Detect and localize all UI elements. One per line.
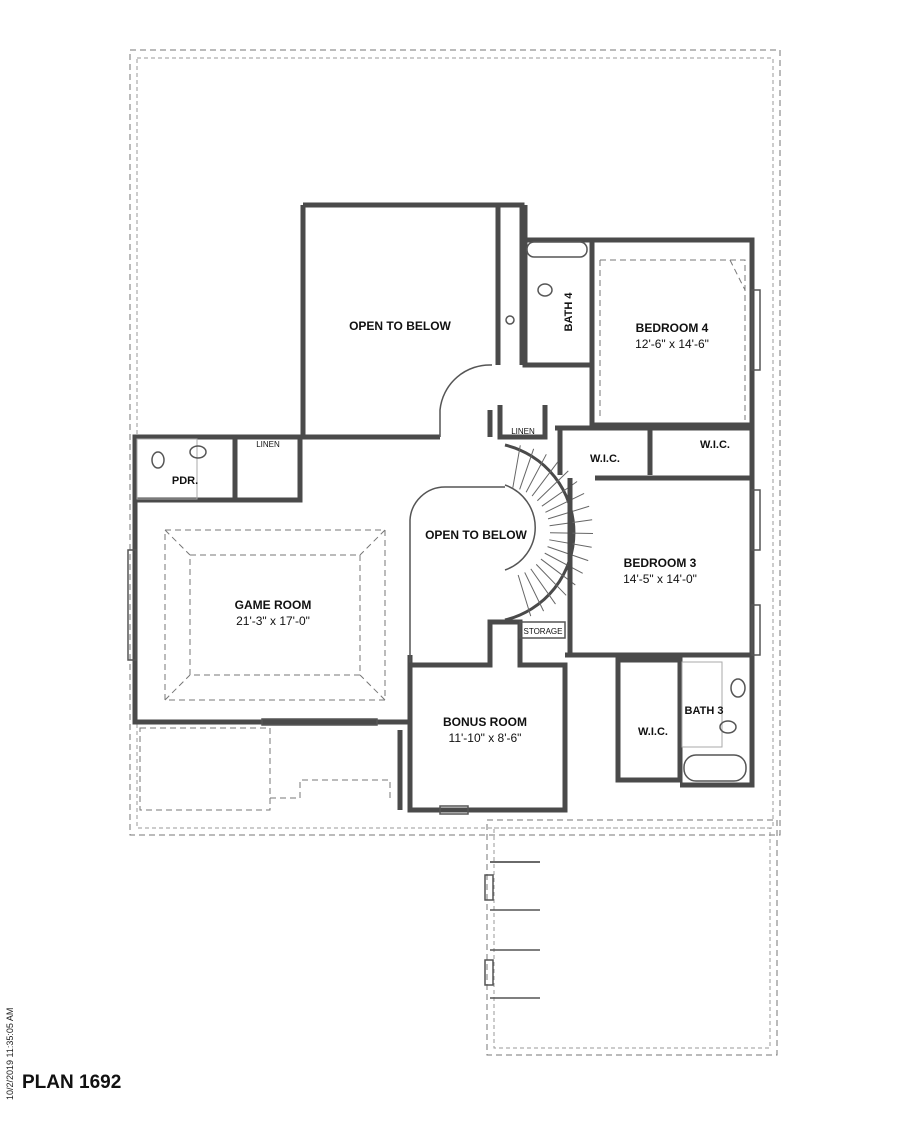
room-label: STORAGE	[524, 627, 563, 636]
wall-chase	[500, 202, 525, 365]
timestamp: 10/2/2019 11:35:05 AM	[5, 1007, 15, 1100]
room-label: GAME ROOM	[235, 598, 312, 612]
stair-outer-wall	[504, 443, 576, 622]
window	[127, 549, 137, 661]
room-label: W.I.C.	[700, 439, 730, 451]
column	[484, 874, 494, 901]
stair-tread	[512, 445, 521, 488]
toilet-icon	[719, 720, 737, 734]
room-label: W.I.C.	[638, 726, 668, 738]
drain-icon	[505, 315, 515, 325]
toilet-icon	[151, 451, 165, 469]
patio-outline	[486, 819, 778, 1056]
room-size: 11'-10" x 8'-6"	[449, 731, 522, 745]
room-label: BATH 3	[685, 705, 724, 717]
roof-outline	[129, 49, 781, 836]
patio-outline-inner	[493, 827, 771, 1049]
bath3-tiles	[681, 661, 723, 748]
stair-tread	[537, 470, 569, 502]
bathtub-bath3	[683, 754, 747, 782]
storage-box	[519, 621, 566, 639]
sink-icon	[189, 445, 207, 459]
open-below-rail	[409, 486, 505, 665]
curved-wall	[439, 364, 493, 437]
wall-pdr	[132, 434, 303, 503]
stair-tread	[545, 492, 585, 513]
stair-tread	[517, 574, 532, 617]
room-size: 12'-6" x 14'-6"	[635, 337, 709, 351]
lower-left-outline	[139, 727, 271, 811]
room-size: 14'-5" x 14'-0"	[623, 572, 697, 586]
room-label: OPEN TO BELOW	[425, 528, 527, 542]
room-label: LINEN	[256, 440, 280, 449]
tray-ceiling-bed4	[599, 259, 746, 420]
stair-inner-rail	[504, 484, 536, 571]
sink-icon	[730, 678, 746, 698]
room-label: PDR.	[172, 475, 198, 487]
room-size: 21'-3" x 17'-0"	[236, 614, 310, 628]
wall-bedroom4	[522, 205, 752, 428]
stair-tread	[519, 448, 535, 490]
tray-ceiling-game-inner	[189, 554, 361, 676]
wall-open-top	[300, 202, 501, 440]
window	[751, 289, 761, 371]
stair-tread	[530, 568, 556, 605]
room-label: LINEN	[511, 427, 535, 436]
lower-outline	[270, 779, 391, 799]
plan-title: PLAN 1692	[22, 1072, 122, 1093]
wall-linen	[487, 405, 548, 440]
window	[261, 718, 378, 726]
stair-tread	[525, 454, 547, 493]
window	[751, 489, 761, 551]
window	[751, 604, 761, 656]
tray-ceiling-game	[164, 529, 386, 701]
room-label: BATH 4	[563, 292, 575, 332]
roof-outline-inner	[136, 57, 774, 829]
patio-beams	[490, 861, 540, 999]
bathtub-bath4	[526, 241, 588, 258]
room-label: W.I.C.	[590, 453, 620, 465]
room-label: BEDROOM 4	[636, 321, 709, 335]
wall-bedroom3	[397, 478, 752, 810]
column	[484, 959, 494, 986]
stair-tread	[544, 552, 583, 574]
pdr-tiles	[136, 438, 198, 500]
room-label: BEDROOM 3	[624, 556, 697, 570]
wall-wic	[555, 425, 752, 481]
room-label: BONUS ROOM	[443, 715, 527, 729]
wall-bonus-room	[407, 619, 568, 813]
stair-tread	[535, 564, 567, 596]
stair-tread	[524, 572, 545, 612]
wall-wic-c	[615, 657, 683, 783]
stair-tread	[531, 461, 559, 497]
room-label: OPEN TO BELOW	[349, 319, 451, 333]
toilet-icon	[537, 283, 553, 297]
window	[439, 805, 469, 815]
